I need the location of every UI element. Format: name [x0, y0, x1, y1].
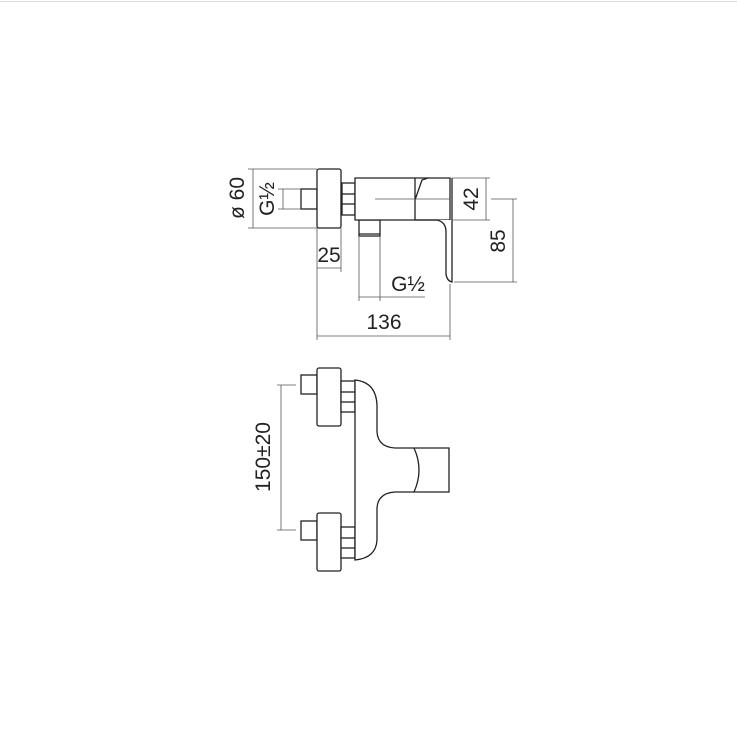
lower-flange	[316, 512, 342, 572]
inlet-stub	[300, 188, 318, 210]
front-view	[300, 367, 450, 572]
front-dimensions: 150±20	[252, 384, 296, 531]
dim-body-height: 42	[460, 187, 483, 210]
dim-diameter: ø 60	[226, 177, 249, 219]
hex-nut	[341, 182, 356, 216]
upper-nut	[340, 380, 356, 413]
dim-flange: 25	[317, 244, 340, 267]
mixer-body-front	[354, 379, 450, 561]
handle-cap	[413, 447, 420, 493]
handle-lever	[415, 178, 453, 283]
dim-handle-height: 85	[487, 229, 510, 252]
dim-inlet-thread: G½	[256, 182, 279, 216]
lower-inlet-stub	[300, 520, 318, 541]
dim-length: 136	[366, 311, 401, 334]
top-view	[300, 168, 453, 283]
wall-flange	[316, 168, 342, 229]
dim-centers: 150±20	[252, 422, 275, 492]
dim-outlet-thread: G½	[391, 273, 425, 296]
upper-flange	[316, 367, 342, 427]
lower-nut	[340, 526, 356, 559]
top-dimensions: ø 60 G½ 25 G½ 136 42 85	[226, 168, 517, 340]
upper-inlet-stub	[300, 374, 318, 395]
